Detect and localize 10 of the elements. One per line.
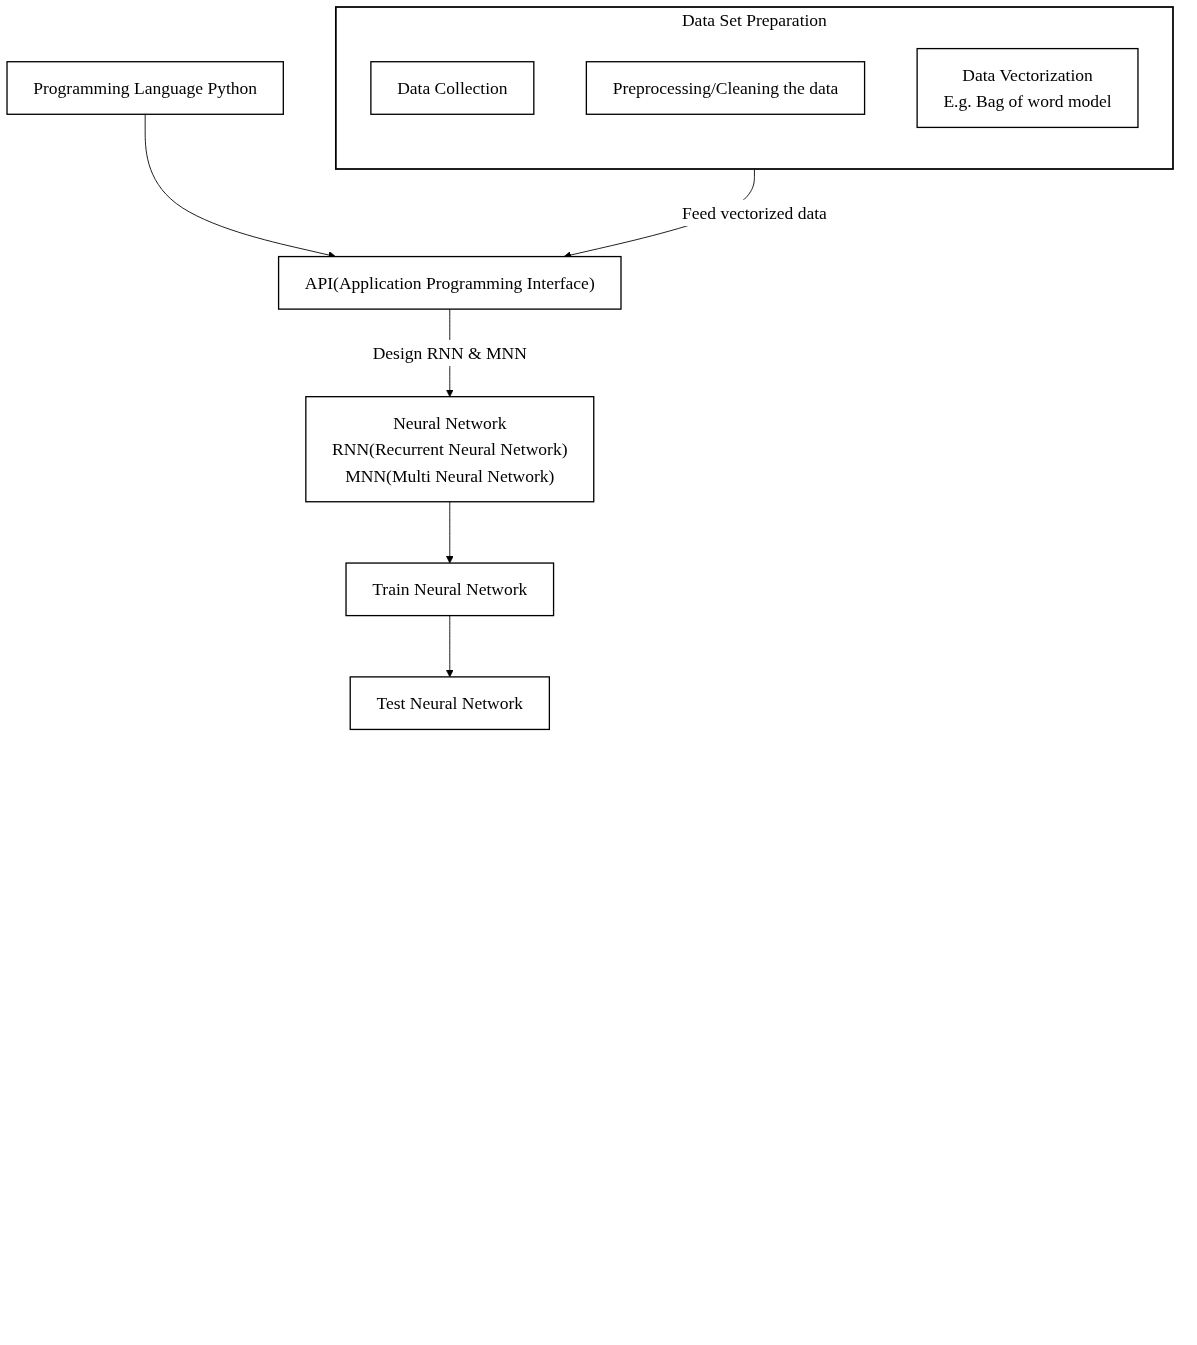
node-box: Train Neural Network <box>345 562 555 617</box>
node-box: Data Collection <box>370 61 535 115</box>
edge-label: Feed vectorized data <box>681 203 827 223</box>
edge-label: Design RNN & MNN <box>372 343 527 363</box>
node-box: Preprocessing/Cleaning the data <box>585 61 866 115</box>
node-box: Programming Language Python <box>6 61 284 115</box>
node-box: API(Application Programming Interface) <box>277 255 622 310</box>
node-box: Test Neural Network <box>349 676 551 731</box>
node-box: Data Vectorization E.g. Bag of word model <box>916 47 1139 129</box>
node-box: Neural Network RNN(Recurrent Neural Network) MNN(Multi Neural Network) <box>305 396 595 503</box>
